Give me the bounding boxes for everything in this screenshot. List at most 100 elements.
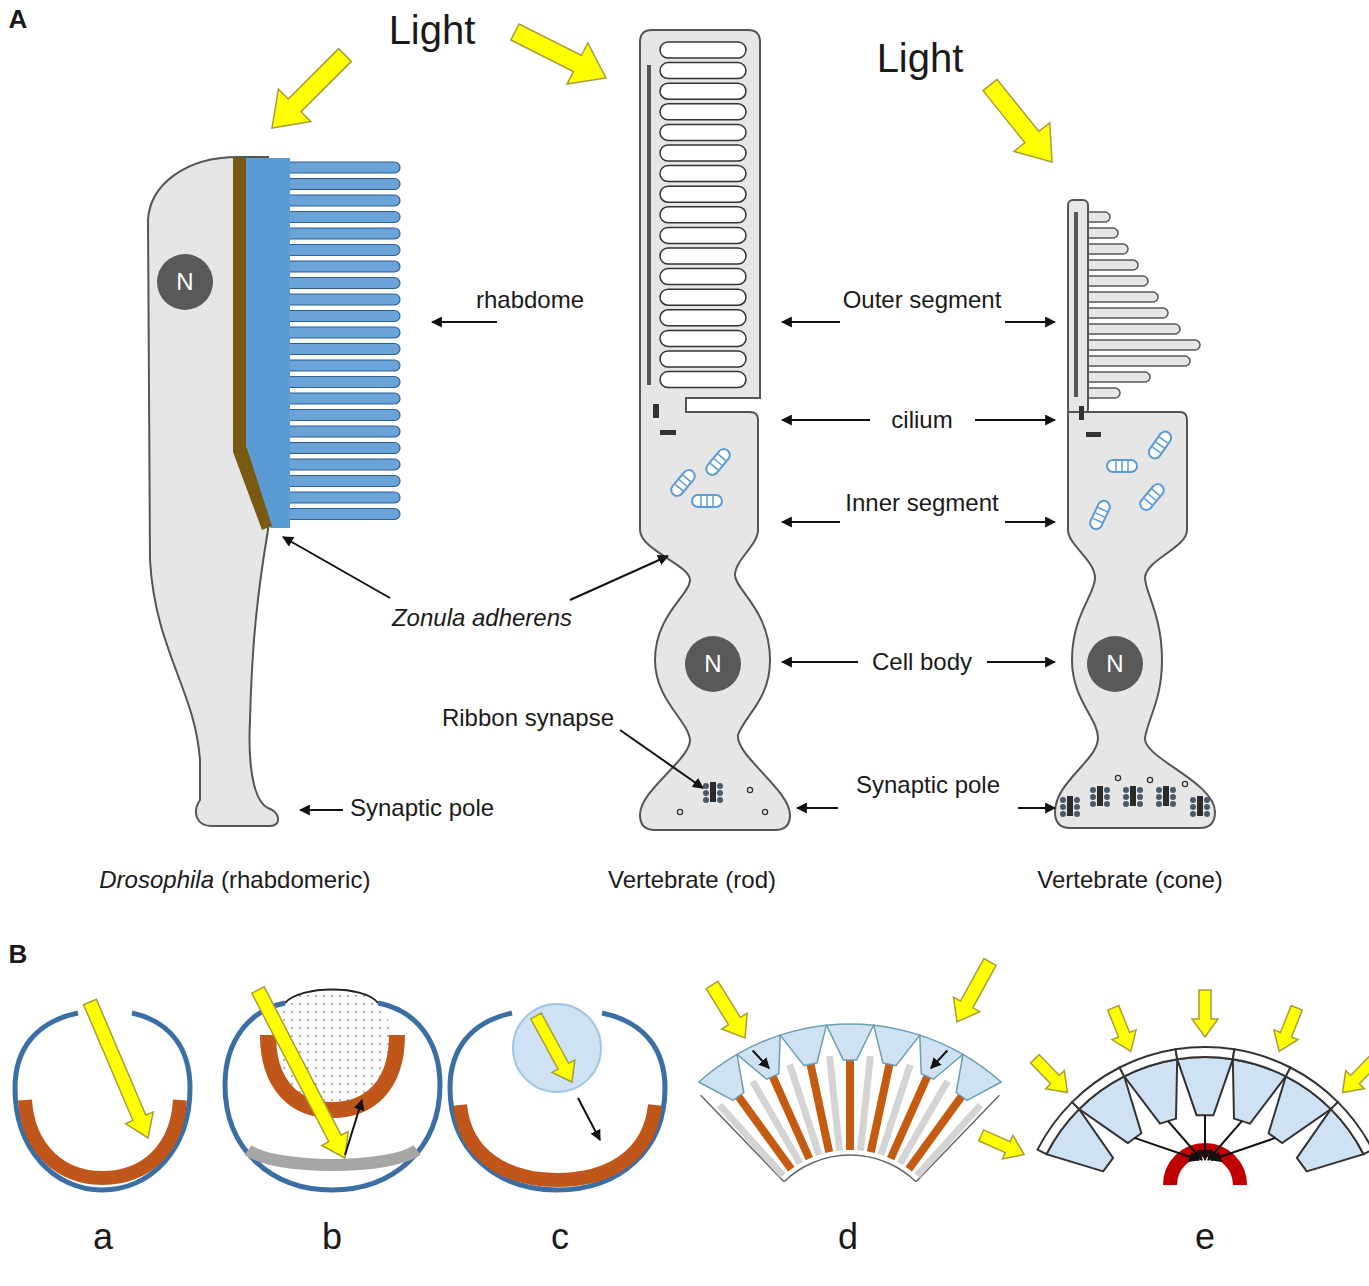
corneal-facet (1233, 1049, 1291, 1076)
light-arrow (252, 987, 348, 1158)
microvillus (280, 245, 400, 256)
synaptic-vesicle (1060, 797, 1066, 803)
synaptic-vesicle (1204, 804, 1210, 810)
cone-lamella (1080, 340, 1200, 350)
mitochondrion-crista (675, 484, 683, 490)
rhabdom (846, 1058, 854, 1150)
microvillus (280, 377, 400, 388)
lens (513, 1004, 601, 1092)
part-label: Light (877, 35, 964, 81)
mirror (248, 1150, 417, 1165)
mitochondrion (1088, 499, 1112, 531)
cone-cell (1055, 412, 1215, 828)
part-label: Ribbon synapse (442, 704, 614, 732)
synaptic-vesicle (1204, 797, 1210, 803)
ribbon (710, 782, 716, 802)
mitochondrion-outline (669, 468, 697, 499)
synaptic-vesicle (717, 797, 723, 803)
panel-letter: c (551, 1216, 569, 1257)
microvillus (280, 410, 400, 421)
zonula-adherens-band (233, 158, 272, 530)
leader-arrow (1018, 807, 1055, 809)
synaptic-vesicle (703, 797, 709, 803)
retina (460, 1105, 655, 1180)
ribbon (1197, 796, 1203, 816)
synaptic-vesicle (1190, 797, 1196, 803)
axoneme (1074, 212, 1078, 397)
synaptic-vesicle (1147, 777, 1152, 782)
part-label: Outer segment (843, 286, 1002, 314)
leader-arrow (300, 809, 343, 811)
converging-ray (1204, 1115, 1206, 1160)
mitochondrion-crista (683, 475, 691, 481)
leader-arrow (975, 419, 1055, 421)
light-arrow (954, 959, 997, 1022)
mitochondrion (1138, 482, 1166, 513)
nucleus-circle (1087, 636, 1143, 692)
leader-arrow (432, 321, 497, 323)
microvillus (280, 344, 400, 355)
synaptic-vesicle (1190, 804, 1196, 810)
rod-disc (660, 330, 746, 346)
ribbon (1130, 786, 1136, 806)
mitochondrion-crista (679, 480, 687, 486)
rod-cell (640, 30, 790, 830)
synaptic-vesicle (1156, 787, 1162, 793)
part-label: (rhabdomeric) (221, 866, 370, 894)
refracted-ray (578, 1098, 600, 1140)
pigment-cell (830, 1056, 840, 1150)
synaptic-vesicle (762, 809, 767, 814)
synaptic-vesicle (1104, 787, 1110, 793)
corneal-facet (1120, 1049, 1178, 1076)
microvillus (280, 195, 400, 206)
corneal-facet (1331, 1102, 1369, 1154)
mitochondrion-crista (1148, 494, 1156, 500)
mitochondrion-crista (1152, 489, 1160, 495)
microvillus (280, 393, 400, 404)
microvillus (280, 162, 400, 173)
crystalline-cone (920, 1035, 963, 1079)
part-label: Vertebrate (cone) (1037, 866, 1222, 894)
crystalline-cone (956, 1054, 1001, 1100)
part-label: Inner segment (845, 489, 998, 517)
basal-body (1086, 432, 1101, 437)
crystalline-cone (780, 1025, 826, 1065)
synaptic-vesicle (1156, 801, 1162, 807)
light-arrow (531, 1013, 575, 1082)
mitochondrion-crista (1121, 461, 1123, 471)
drawing (15, 24, 1369, 1190)
light-arrow (1192, 990, 1218, 1037)
part-label: Vertebrate (rod) (608, 866, 776, 894)
corneal-facet (1072, 1068, 1124, 1110)
pigment-cell (860, 1056, 870, 1150)
nucleus: N (684, 635, 742, 693)
microvillus (280, 492, 400, 503)
microvillus (280, 459, 400, 470)
rod-disc (660, 351, 746, 367)
cone-outer-segment (1068, 200, 1088, 414)
rhabdom (871, 1062, 890, 1152)
light-arrow (1108, 1006, 1136, 1052)
corneal-facet (1038, 1102, 1080, 1154)
part-label: rhabdome (476, 286, 584, 314)
nucleus-circle (157, 254, 213, 310)
mitochondrion (1146, 429, 1173, 460)
retina (25, 1100, 180, 1178)
part-label: Light (389, 7, 476, 53)
rod-disc (660, 186, 746, 202)
nucleus-circle (685, 636, 741, 692)
converging-ray (1208, 1121, 1242, 1160)
rhabdom (772, 1075, 809, 1159)
part-label: Cell body (872, 648, 972, 676)
leader-arrow (797, 807, 838, 809)
leader-arrow (1005, 521, 1055, 523)
synaptic-vesicle (1182, 781, 1187, 786)
mitochondrion-crista (1115, 461, 1117, 471)
leader-arrow (570, 556, 668, 600)
cone-lamella (1080, 324, 1180, 334)
cone-lamella (1080, 372, 1150, 382)
mitochondrion-crista (710, 463, 718, 469)
mitochondrion-crista (1156, 442, 1164, 448)
synaptic-vesicle (1090, 787, 1096, 793)
panel-letter: b (322, 1216, 342, 1257)
